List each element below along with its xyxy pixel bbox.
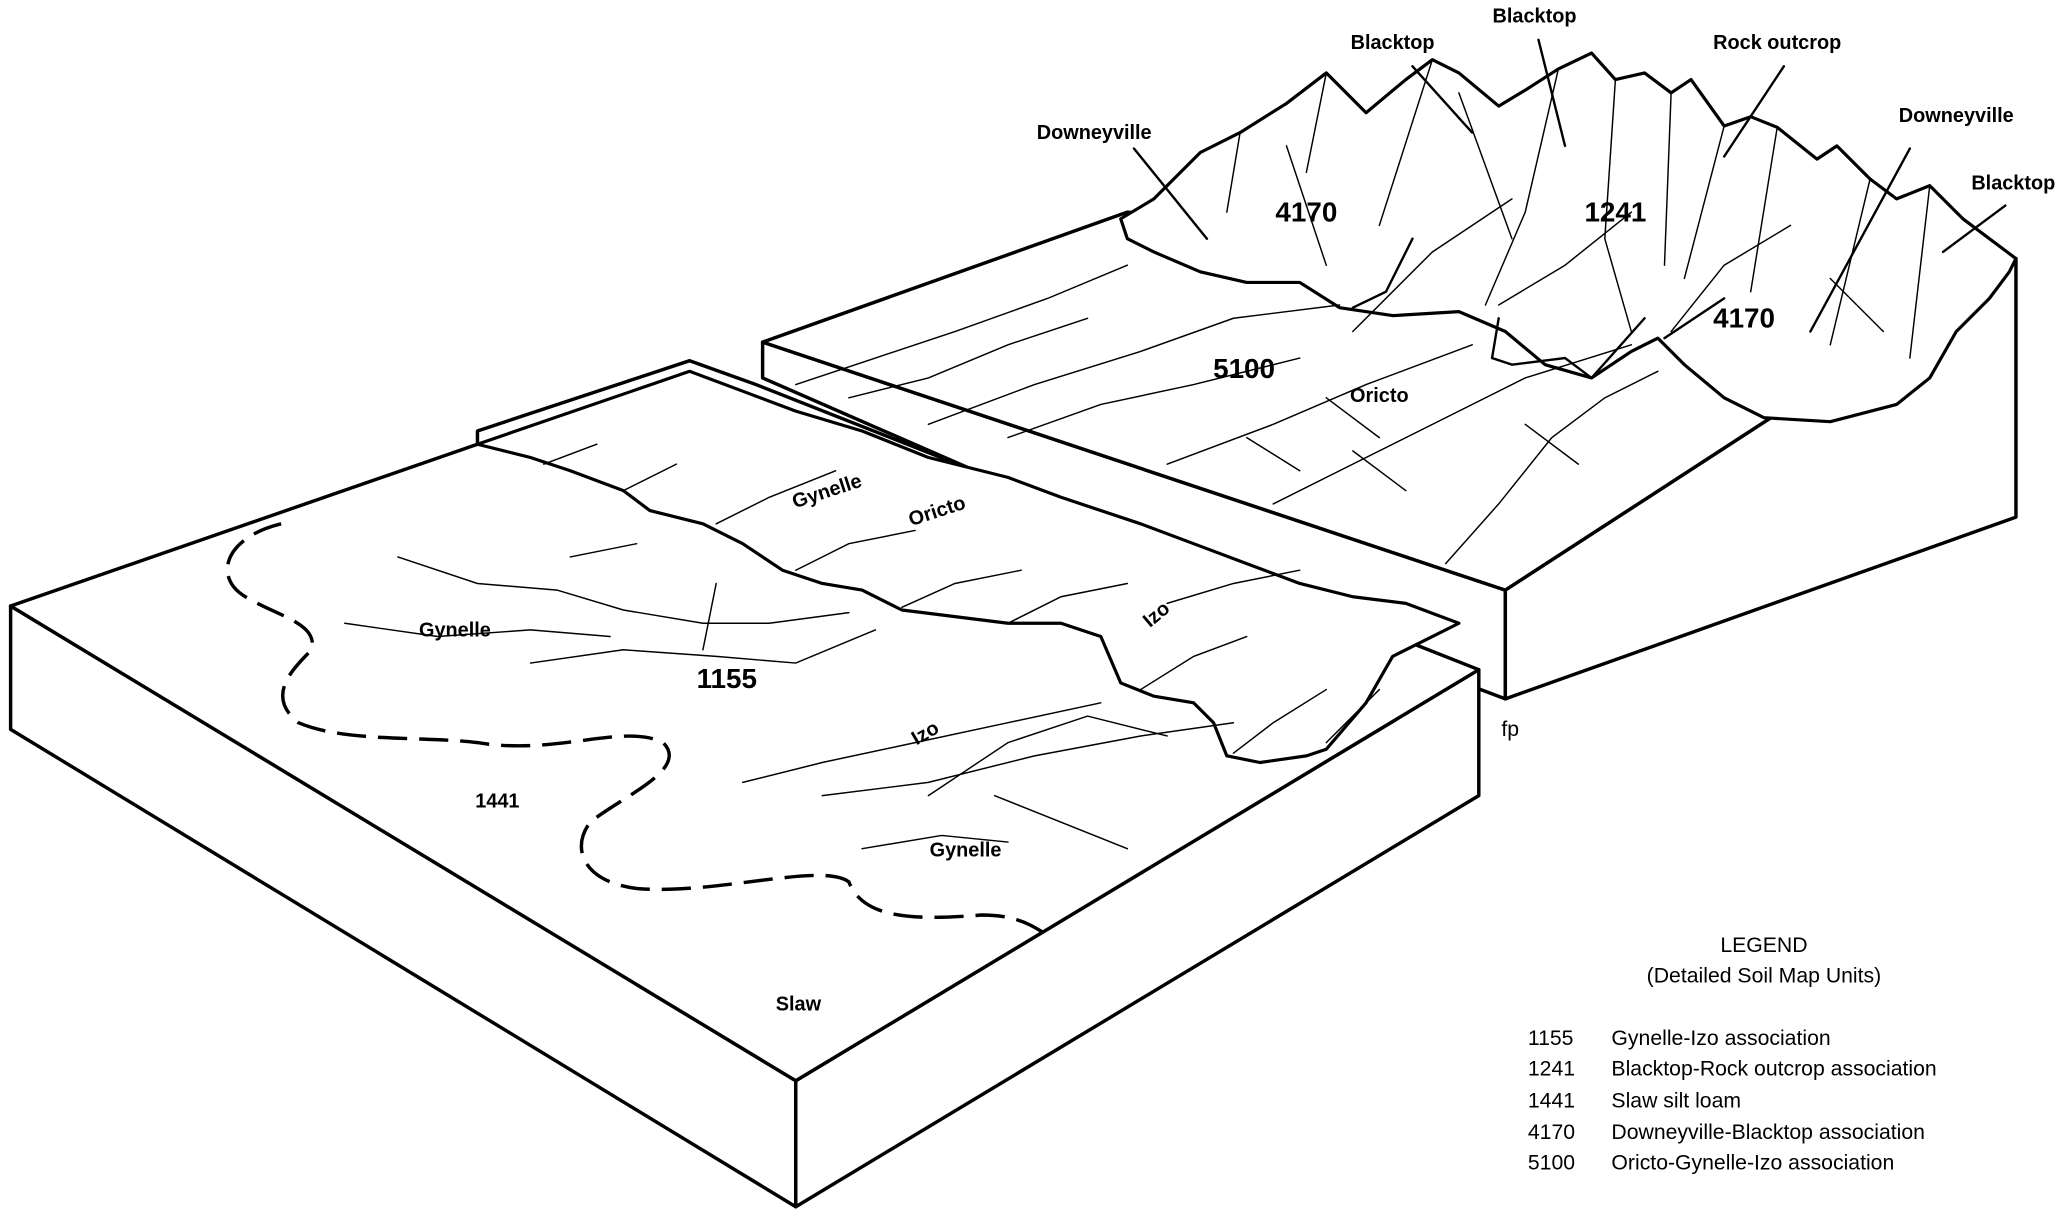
legend-code: 5100 xyxy=(1528,1152,1575,1175)
leader-line xyxy=(1941,204,2007,254)
legend-name: Slaw silt loam xyxy=(1611,1089,1741,1112)
leader-line xyxy=(1411,65,1474,134)
leader-line xyxy=(1722,65,1786,158)
map-unit-1441: 1441 xyxy=(475,791,519,813)
legend-subtitle: (Detailed Soil Map Units) xyxy=(1647,965,1882,988)
label-blacktop: Blacktop xyxy=(1971,173,2055,195)
terrace-gullies xyxy=(543,443,1381,754)
leader-line xyxy=(1132,147,1209,240)
mountain-toe-lines xyxy=(1351,237,1726,380)
label-slaw: Slaw xyxy=(776,993,822,1015)
map-unit-4170: 4170 xyxy=(1275,196,1337,227)
legend-code: 1155 xyxy=(1528,1027,1574,1050)
label-gynelle: Gynelle xyxy=(419,620,491,642)
label-rock-outcrop: Rock outcrop xyxy=(1713,32,1841,54)
legend-name: Downeyville-Blacktop association xyxy=(1611,1121,1925,1144)
legend-code: 1441 xyxy=(1528,1089,1575,1112)
label-blacktop: Blacktop xyxy=(1351,32,1435,54)
legend-code: 1241 xyxy=(1528,1057,1575,1080)
legend-name: Blacktop-Rock outcrop association xyxy=(1611,1057,1936,1080)
label-gynelle: Gynelle xyxy=(930,840,1002,862)
map-unit-1241: 1241 xyxy=(1584,196,1646,227)
map-unit-4170: 4170 xyxy=(1713,303,1775,334)
label-downeyville: Downeyville xyxy=(1899,105,2014,127)
map-unit-5100: 5100 xyxy=(1213,353,1275,384)
legend-code: 4170 xyxy=(1528,1121,1575,1144)
legend-title: LEGEND xyxy=(1720,934,1807,957)
legend-name: Oricto-Gynelle-Izo association xyxy=(1611,1152,1894,1175)
terrace-escarpment xyxy=(475,369,1461,765)
label-oricto: Oricto xyxy=(1350,385,1409,407)
legend-name: Gynelle-Izo association xyxy=(1611,1027,1830,1050)
leader-line xyxy=(1537,38,1567,148)
mountain-ridges xyxy=(1226,58,1931,359)
label-fp: fp xyxy=(1501,718,1519,741)
back-valley-streams xyxy=(795,264,1659,565)
legend: LEGEND (Detailed Soil Map Units) 1155 Gy… xyxy=(1528,934,1937,1174)
map-unit-1155: 1155 xyxy=(697,663,757,694)
label-blacktop: Blacktop xyxy=(1493,6,1577,28)
leader-line xyxy=(1809,147,1912,333)
leader-lines xyxy=(1132,38,2007,333)
label-downeyville: Downeyville xyxy=(1037,122,1152,144)
soil-boundary-dashed xyxy=(225,522,1049,937)
left-block xyxy=(8,358,1481,1209)
plain-streams xyxy=(344,542,1235,850)
